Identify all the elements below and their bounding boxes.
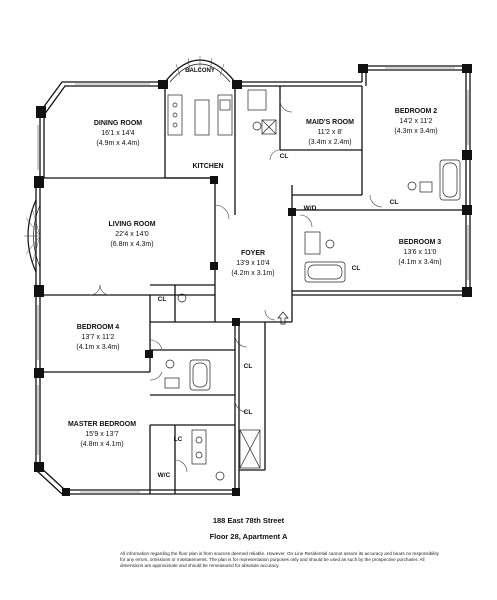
disclaimer-text: All information regarding the floor plan… [120,551,439,568]
room-bed2-name: BEDROOM 2 [395,108,438,115]
closet-label-bed2: CL [390,199,399,206]
balcony: BALCONY [164,56,236,83]
room-bed3-name: BEDROOM 3 [399,239,442,246]
room-bed3: BEDROOM 3 13'6 x 11'0 (4.1m x 3.4m) [398,239,441,266]
room-master-dim: 15'9 x 13'7 [85,431,119,438]
living-bay-window [24,199,41,273]
walk-in-closet-label: W/C [158,472,171,479]
windows [37,67,469,493]
washer-dryer-label: W/D [304,205,317,212]
room-dining-metric: (4.9m x 4.4m) [96,140,139,147]
linen-closet-label: LC [174,436,183,443]
closet-label-hall: CL [244,363,253,370]
room-living: LIVING ROOM 22'4 x 14'0 (6.8m x 4.3m) [108,221,155,248]
room-bed3-dim: 13'6 x 11'0 [404,249,437,256]
room-master-name: MASTER BEDROOM [68,421,136,428]
room-foyer-dim: 13'9 x 10'4 [236,260,270,267]
room-foyer-metric: (4.2m x 3.1m) [231,270,274,277]
closet-label-master-hall: CL [244,409,253,416]
room-dining-name: DINING ROOM [94,120,142,127]
room-labels: DINING ROOM 16'1 x 14'4 (4.9m x 4.4m) KI… [68,108,442,448]
bath-fixtures [164,89,461,481]
room-maids-name: MAID'S ROOM [306,119,354,126]
wall-pillars [34,64,472,496]
fixture-labels: CL CL W/D CL CL CL CL LC W/C [158,153,399,479]
room-living-name: LIVING ROOM [108,221,155,228]
room-bed4-metric: (4.1m x 3.4m) [76,344,119,351]
room-master: MASTER BEDROOM 15'9 x 13'7 (4.8m x 4.1m) [68,421,136,448]
building-address: 188 East 78th Street [212,516,285,525]
room-living-dim: 22'4 x 14'0 [115,231,149,238]
room-kitchen-name: KITCHEN [192,163,223,170]
room-maids-dim: 11'2 x 8' [317,129,342,136]
doors [89,99,383,473]
closet-label-bed4: CL [158,296,167,303]
floor-apartment: Floor 28, Apartment A [209,532,288,541]
closet-label-bed3: CL [352,265,361,272]
room-maids-metric: (3.4m x 2.4m) [308,139,351,146]
room-foyer: FOYER 13'9 x 10'4 (4.2m x 3.1m) [231,250,274,277]
room-maids: MAID'S ROOM 11'2 x 8' (3.4m x 2.4m) [306,119,354,146]
room-bed2: BEDROOM 2 14'2 x 11'2 (4.3m x 3.4m) [394,108,437,135]
room-bed2-metric: (4.3m x 3.4m) [394,128,437,135]
entrance-arrow-icon [277,311,289,325]
walls [35,65,471,495]
room-bed4-dim: 13'7 x 11'2 [82,334,115,341]
room-dining: DINING ROOM 16'1 x 14'4 (4.9m x 4.4m) [94,120,142,147]
room-foyer-name: FOYER [241,250,265,257]
balcony-label: BALCONY [185,68,215,74]
room-master-metric: (4.8m x 4.1m) [80,441,123,448]
room-bed4: BEDROOM 4 13'7 x 11'2 (4.1m x 3.4m) [76,324,119,351]
room-bed4-name: BEDROOM 4 [77,324,120,331]
room-bed3-metric: (4.1m x 3.4m) [398,259,441,266]
room-bed2-dim: 14'2 x 11'2 [400,118,433,125]
closet-label-maid: CL [280,153,289,160]
room-dining-dim: 16'1 x 14'4 [101,130,135,137]
room-living-metric: (6.8m x 4.3m) [110,241,153,248]
